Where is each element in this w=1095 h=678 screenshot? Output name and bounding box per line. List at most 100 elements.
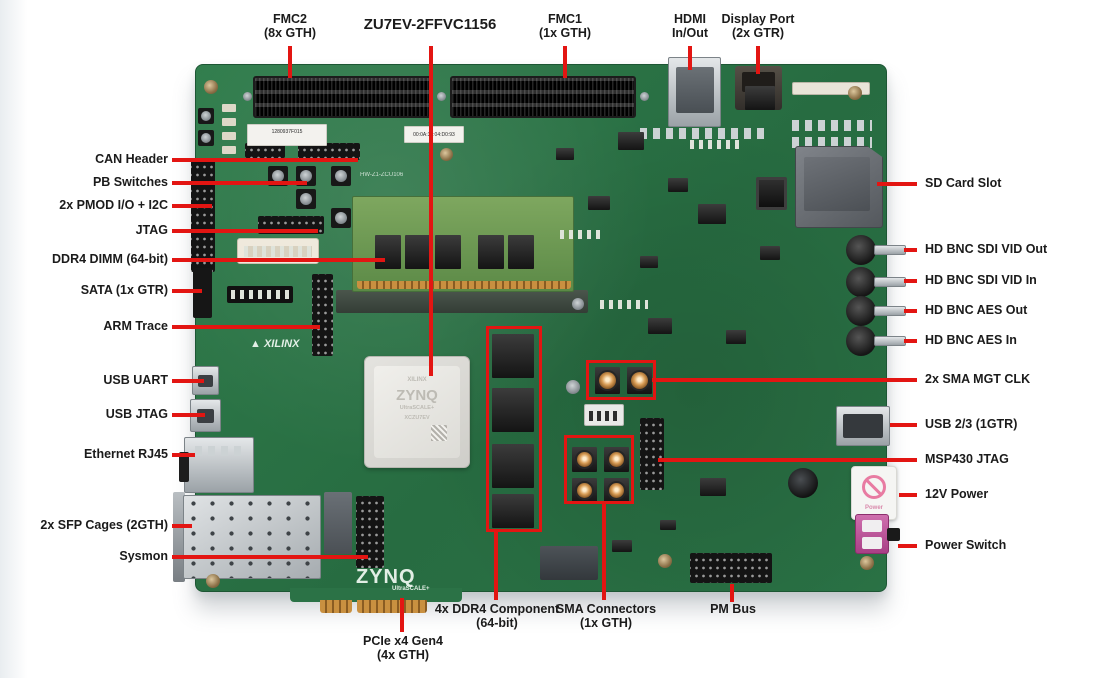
leader-usb-jtag (172, 413, 205, 417)
leader-pcie (400, 598, 404, 632)
label-pmod: 2x PMOD I/O + I2C (59, 198, 168, 212)
label-power-switch: Power Switch (925, 538, 1007, 552)
bnc-barrel (874, 245, 906, 255)
dram-chip (375, 235, 401, 269)
fmc-mount (243, 92, 252, 101)
capacitor (572, 298, 584, 310)
leader-msp430-jtag (658, 458, 917, 462)
cap-row (792, 120, 872, 131)
leader-power-switch (898, 544, 917, 548)
switch-pin (862, 537, 882, 549)
label-zu7ev-title: ZU7EV-2FFVC1156 (363, 16, 497, 33)
smd-cap (222, 118, 236, 126)
ddr4-component-highlight-box (486, 326, 542, 532)
hdmi-connector (668, 57, 721, 127)
leader-sfp (172, 524, 192, 528)
smd-cap (222, 146, 236, 154)
label-ethernet: Ethernet RJ45 (83, 447, 168, 461)
leader-sd-card (877, 182, 917, 186)
zynq-silkscreen: ZYNQ (356, 566, 416, 588)
resistor-row (690, 140, 742, 149)
leader-jtag (172, 229, 318, 233)
leader-can-header (172, 158, 358, 162)
smd-chip (726, 330, 746, 344)
resistor-row (600, 300, 648, 309)
ddr4-component-chip (492, 388, 534, 432)
pm-bus-connector (690, 553, 772, 583)
fmc1-connector (450, 76, 636, 118)
push-button (198, 108, 214, 124)
leader-usb-uart (172, 379, 204, 383)
fpga-brand: XILINX (407, 377, 427, 383)
msp430-jtag-connector (640, 418, 664, 490)
cap-row (640, 128, 770, 139)
sma-mgt-clk (597, 370, 618, 391)
sma-connector (607, 481, 626, 500)
push-button (331, 166, 351, 186)
sysmon-connector (356, 496, 384, 568)
usb3-connector (836, 406, 890, 446)
label-12v-power: 12V Power (925, 487, 989, 501)
sma-connector (575, 481, 594, 500)
dram-chip (435, 235, 461, 269)
label-ddr4-component: 4x DDR4 Component(64-bit) (434, 602, 560, 630)
mounting-screw (206, 574, 220, 588)
inductor (745, 86, 775, 110)
leader-bnc-sdi-out (904, 248, 917, 252)
label-usb23: USB 2/3 (1GTR) (925, 417, 1018, 431)
leader-pb-switches (172, 181, 307, 185)
leader-pmod (172, 204, 212, 208)
smd-chip (556, 148, 574, 160)
ultrascale-silkscreen: UltraSCALE+ (392, 586, 430, 592)
bnc-barrel (874, 277, 906, 287)
fpga-qr-mark (431, 425, 447, 441)
label-fmc2: FMC2(8x GTH) (263, 12, 317, 40)
capacitor (566, 380, 580, 394)
12v-power-connector: Power (851, 466, 897, 520)
mounting-screw (658, 554, 672, 568)
leader-sma-connectors (602, 502, 606, 600)
leader-sysmon (172, 555, 368, 559)
power-switch-lever (887, 528, 900, 541)
pcie-tab (290, 588, 462, 602)
serial-sticker: 1280937F015 (247, 124, 327, 146)
label-pb-switches: PB Switches (92, 175, 168, 189)
leader-12v-power (899, 493, 917, 497)
label-sata: SATA (1x GTR) (80, 283, 168, 297)
label-bnc-sdi-out: HD BNC SDI VID Out (925, 242, 1048, 256)
fpga-lid (374, 366, 460, 458)
label-displayport: Display Port(2x GTR) (721, 12, 795, 40)
sfp-flange (173, 492, 185, 582)
smd-chip (588, 196, 610, 210)
smd-chip (760, 246, 780, 260)
leader-pm-bus (730, 584, 734, 602)
mounting-screw (860, 556, 874, 570)
label-pcie: PCIe x4 Gen4(4x GTH) (363, 634, 443, 662)
dram-chip (508, 235, 534, 269)
smd-chip (700, 478, 726, 496)
bnc-aes-out (846, 296, 876, 326)
sma-connector (575, 450, 594, 469)
label-usb-uart: USB UART (103, 373, 168, 387)
mounting-screw (848, 86, 862, 100)
ddr4-component-chip (492, 494, 534, 528)
usb3-opening (843, 414, 883, 438)
label-sfp-cages: 2x SFP Cages (2GTH) (40, 518, 168, 532)
smd-chip (640, 256, 658, 268)
push-button (296, 189, 316, 209)
sma-connectors-highlight-box (564, 435, 634, 504)
label-jtag: JTAG (135, 223, 168, 237)
sfp-rear-block (324, 492, 352, 554)
label-sma-connectors: SMA Connectors(1x GTH) (555, 602, 657, 630)
fmc2-connector (253, 76, 433, 118)
switch-pin (862, 520, 882, 532)
ethernet-rj45 (179, 437, 254, 493)
hw-silkscreen: HW-Z1-ZCU106 (360, 172, 404, 178)
fpga-chip: XILINX ZYNQ UltraSCALE+ XCZU7EV (364, 356, 470, 468)
leader-usb23 (890, 423, 917, 427)
leader-bnc-aes-out (904, 309, 917, 313)
ddr4-component-chip (492, 444, 534, 488)
label-bnc-aes-out: HD BNC AES Out (925, 303, 1028, 317)
leader-fmc2 (288, 46, 292, 78)
